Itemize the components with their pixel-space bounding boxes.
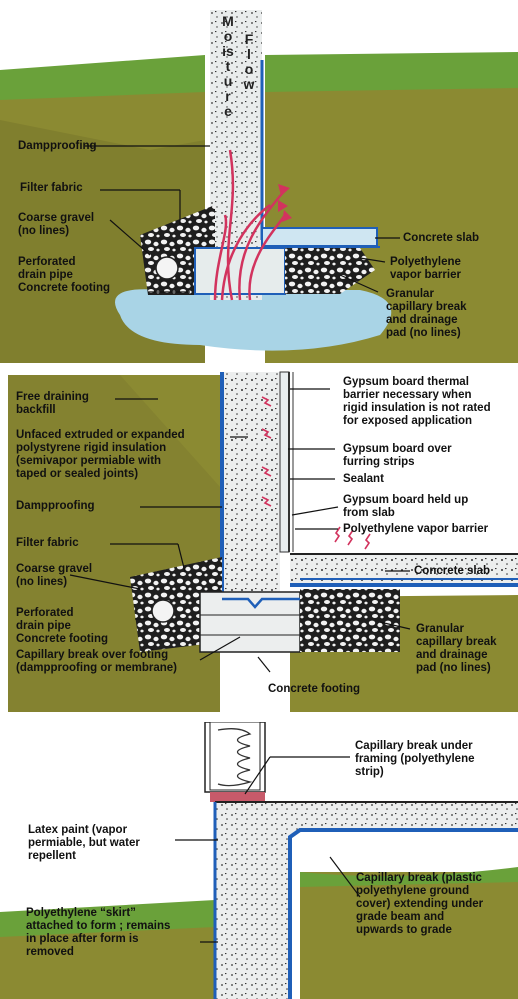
panel3-leaders	[175, 756, 361, 943]
label-granular-2: Granular capillary break and drainage pa…	[416, 623, 497, 674]
grade-beam	[215, 802, 518, 999]
label-capillary-footing: Capillary break over footing (dampproofi…	[16, 649, 178, 674]
foundation-wall-2	[222, 372, 280, 602]
gravel-right-2	[300, 589, 400, 652]
concrete-slab	[261, 227, 378, 247]
flow-text: Flow	[243, 31, 255, 92]
panel2-drawing	[0, 367, 518, 717]
moisture-text: Moisture	[222, 13, 234, 119]
label-concrete-slab-2: Concrete slab	[414, 565, 491, 577]
panel-slab-grade-beam: Capillary break under framing (polyethyl…	[0, 722, 518, 999]
capillary-break-line	[288, 828, 518, 999]
label-perforated-drain: Perforated drain pipe Concrete footing	[18, 256, 110, 294]
label-free-draining: Free draining backfill	[16, 391, 89, 416]
label-poly-vapor-2: Polyethylene vapor barrier	[343, 523, 489, 535]
gravel-left-2	[130, 557, 222, 652]
panel2-leaders	[69, 388, 411, 673]
drain-pipe	[155, 256, 179, 280]
moisture-squiggles	[261, 396, 371, 550]
moisture-arrows	[213, 149, 287, 301]
panel-basement-drainage: Moisture Flow Dampproofing Filter fabric…	[0, 0, 518, 365]
label-poly-vapor: Polyethylene vapor barrier	[390, 256, 461, 281]
panel1-leaders	[85, 145, 400, 293]
sill-strip	[210, 792, 265, 802]
label-perforated-drain-2: Perforated drain pipe Concrete footing	[16, 607, 108, 645]
label-capillary-plastic: Capillary break (plastic polyethylene gr…	[356, 872, 484, 936]
panel1-drawing	[0, 0, 518, 365]
label-gypsum-furring: Gypsum board over furring strips	[343, 443, 452, 468]
label-poly-skirt: Polyethylene “skirt” attached to form ; …	[26, 907, 171, 958]
label-coarse-gravel: Coarse gravel (no lines)	[18, 212, 95, 237]
label-unfaced-insulation: Unfaced extruded or expanded polystyrene…	[16, 429, 185, 480]
label-dampproofing: Dampproofing	[18, 140, 97, 152]
water-puddle	[115, 289, 392, 351]
label-gypsum-thermal: Gypsum board thermal barrier necessary w…	[343, 376, 491, 427]
panel3-drawing	[0, 722, 518, 999]
label-filter-fabric-2: Filter fabric	[16, 537, 79, 549]
grass-right	[265, 52, 518, 98]
gravel-right	[285, 248, 375, 294]
drain-pipe-2	[151, 599, 175, 623]
label-filter-fabric: Filter fabric	[20, 182, 83, 194]
label-granular: Granular capillary break and drainage pa…	[386, 288, 467, 339]
label-latex-paint: Latex paint (vapor permiable, but water …	[28, 824, 140, 862]
soil-right-3	[300, 872, 518, 999]
label-gypsum-held: Gypsum board held up from slab	[343, 494, 469, 519]
label-concrete-footing-2: Concrete footing	[268, 683, 360, 695]
label-concrete-slab: Concrete slab	[403, 232, 480, 244]
label-sealant: Sealant	[343, 473, 384, 485]
label-dampproofing-2: Dampproofing	[16, 500, 95, 512]
panel-insulated-wall: Free draining backfill Unfaced extruded …	[0, 367, 518, 717]
label-coarse-gravel-2: Coarse gravel (no lines)	[16, 563, 93, 588]
label-capillary-framing: Capillary break under framing (polyethyl…	[355, 740, 475, 778]
